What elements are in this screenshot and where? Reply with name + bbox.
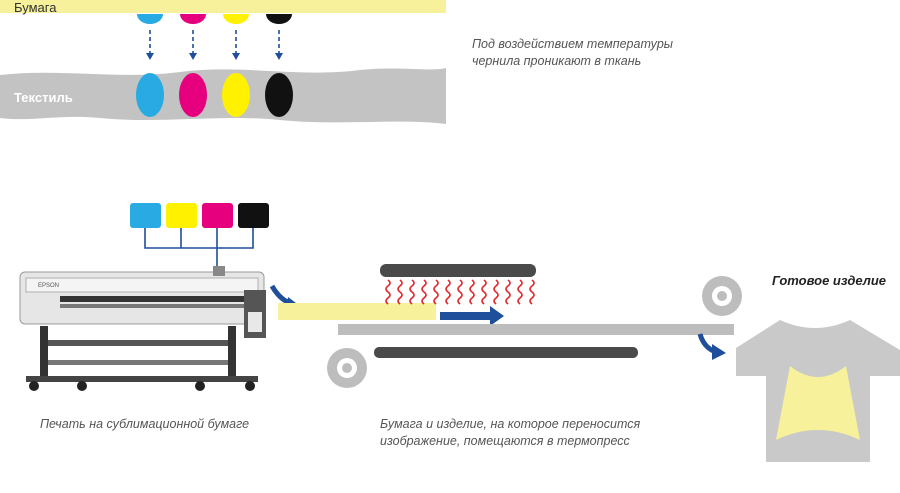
tshirt-icon <box>736 320 900 462</box>
heat-wave-icons <box>385 279 535 305</box>
heat-wave-icon <box>457 279 463 305</box>
printing-caption: Печать на сублимационной бумаге <box>40 417 250 431</box>
heat-wave-icon <box>397 279 403 305</box>
ink-penetration-caption: Под воздействием температуры чернила про… <box>472 37 673 68</box>
heat-wave-icon <box>505 279 511 305</box>
heat-wave-icon <box>421 279 427 305</box>
magenta-square <box>202 203 233 228</box>
right-arrow-icon <box>440 306 504 326</box>
heat-wave-icon <box>481 279 487 305</box>
finished-product-label: Готовое изделие <box>772 273 886 288</box>
roller-icon <box>327 348 367 388</box>
heat-wave-icon <box>409 279 415 305</box>
black-square <box>238 203 269 228</box>
printer-icon <box>19 266 266 391</box>
printer-brand: EPSON <box>38 283 59 289</box>
heat-wave-icon <box>445 279 451 305</box>
black-textile-drop <box>265 73 293 117</box>
heat-press-caption: Бумага и изделие, на которое переносится… <box>380 417 641 448</box>
yellow-drop <box>223 14 249 24</box>
cyan-drop <box>137 14 163 24</box>
cyan-square <box>130 203 161 228</box>
heat-wave-icon <box>493 279 499 305</box>
dashed-down-arrow-icons <box>146 30 283 60</box>
yellow-textile-drop <box>222 73 250 117</box>
heat-wave-icon <box>385 279 391 305</box>
press-bottom-plate <box>374 347 638 358</box>
textile-ink-drops <box>136 73 293 117</box>
magenta-textile-drop <box>179 73 207 117</box>
ink-tubes <box>144 228 254 268</box>
heat-wave-icon <box>433 279 439 305</box>
heat-wave-icon <box>517 279 523 305</box>
paper-strip <box>0 0 446 13</box>
black-drop <box>266 14 292 24</box>
roller-icon <box>702 276 742 316</box>
paper-label: Бумага <box>14 0 57 15</box>
heat-wave-icon <box>469 279 475 305</box>
press-fabric-belt <box>338 324 734 335</box>
cyan-textile-drop <box>136 73 164 117</box>
magenta-drop <box>180 14 206 24</box>
press-top-plate <box>380 264 536 277</box>
yellow-square <box>166 203 197 228</box>
paper-ink-drops <box>137 14 292 24</box>
heat-wave-icon <box>529 279 535 305</box>
printed-paper <box>278 303 436 320</box>
cmyk-ink-squares <box>130 203 269 228</box>
textile-label: Текстиль <box>14 90 73 105</box>
